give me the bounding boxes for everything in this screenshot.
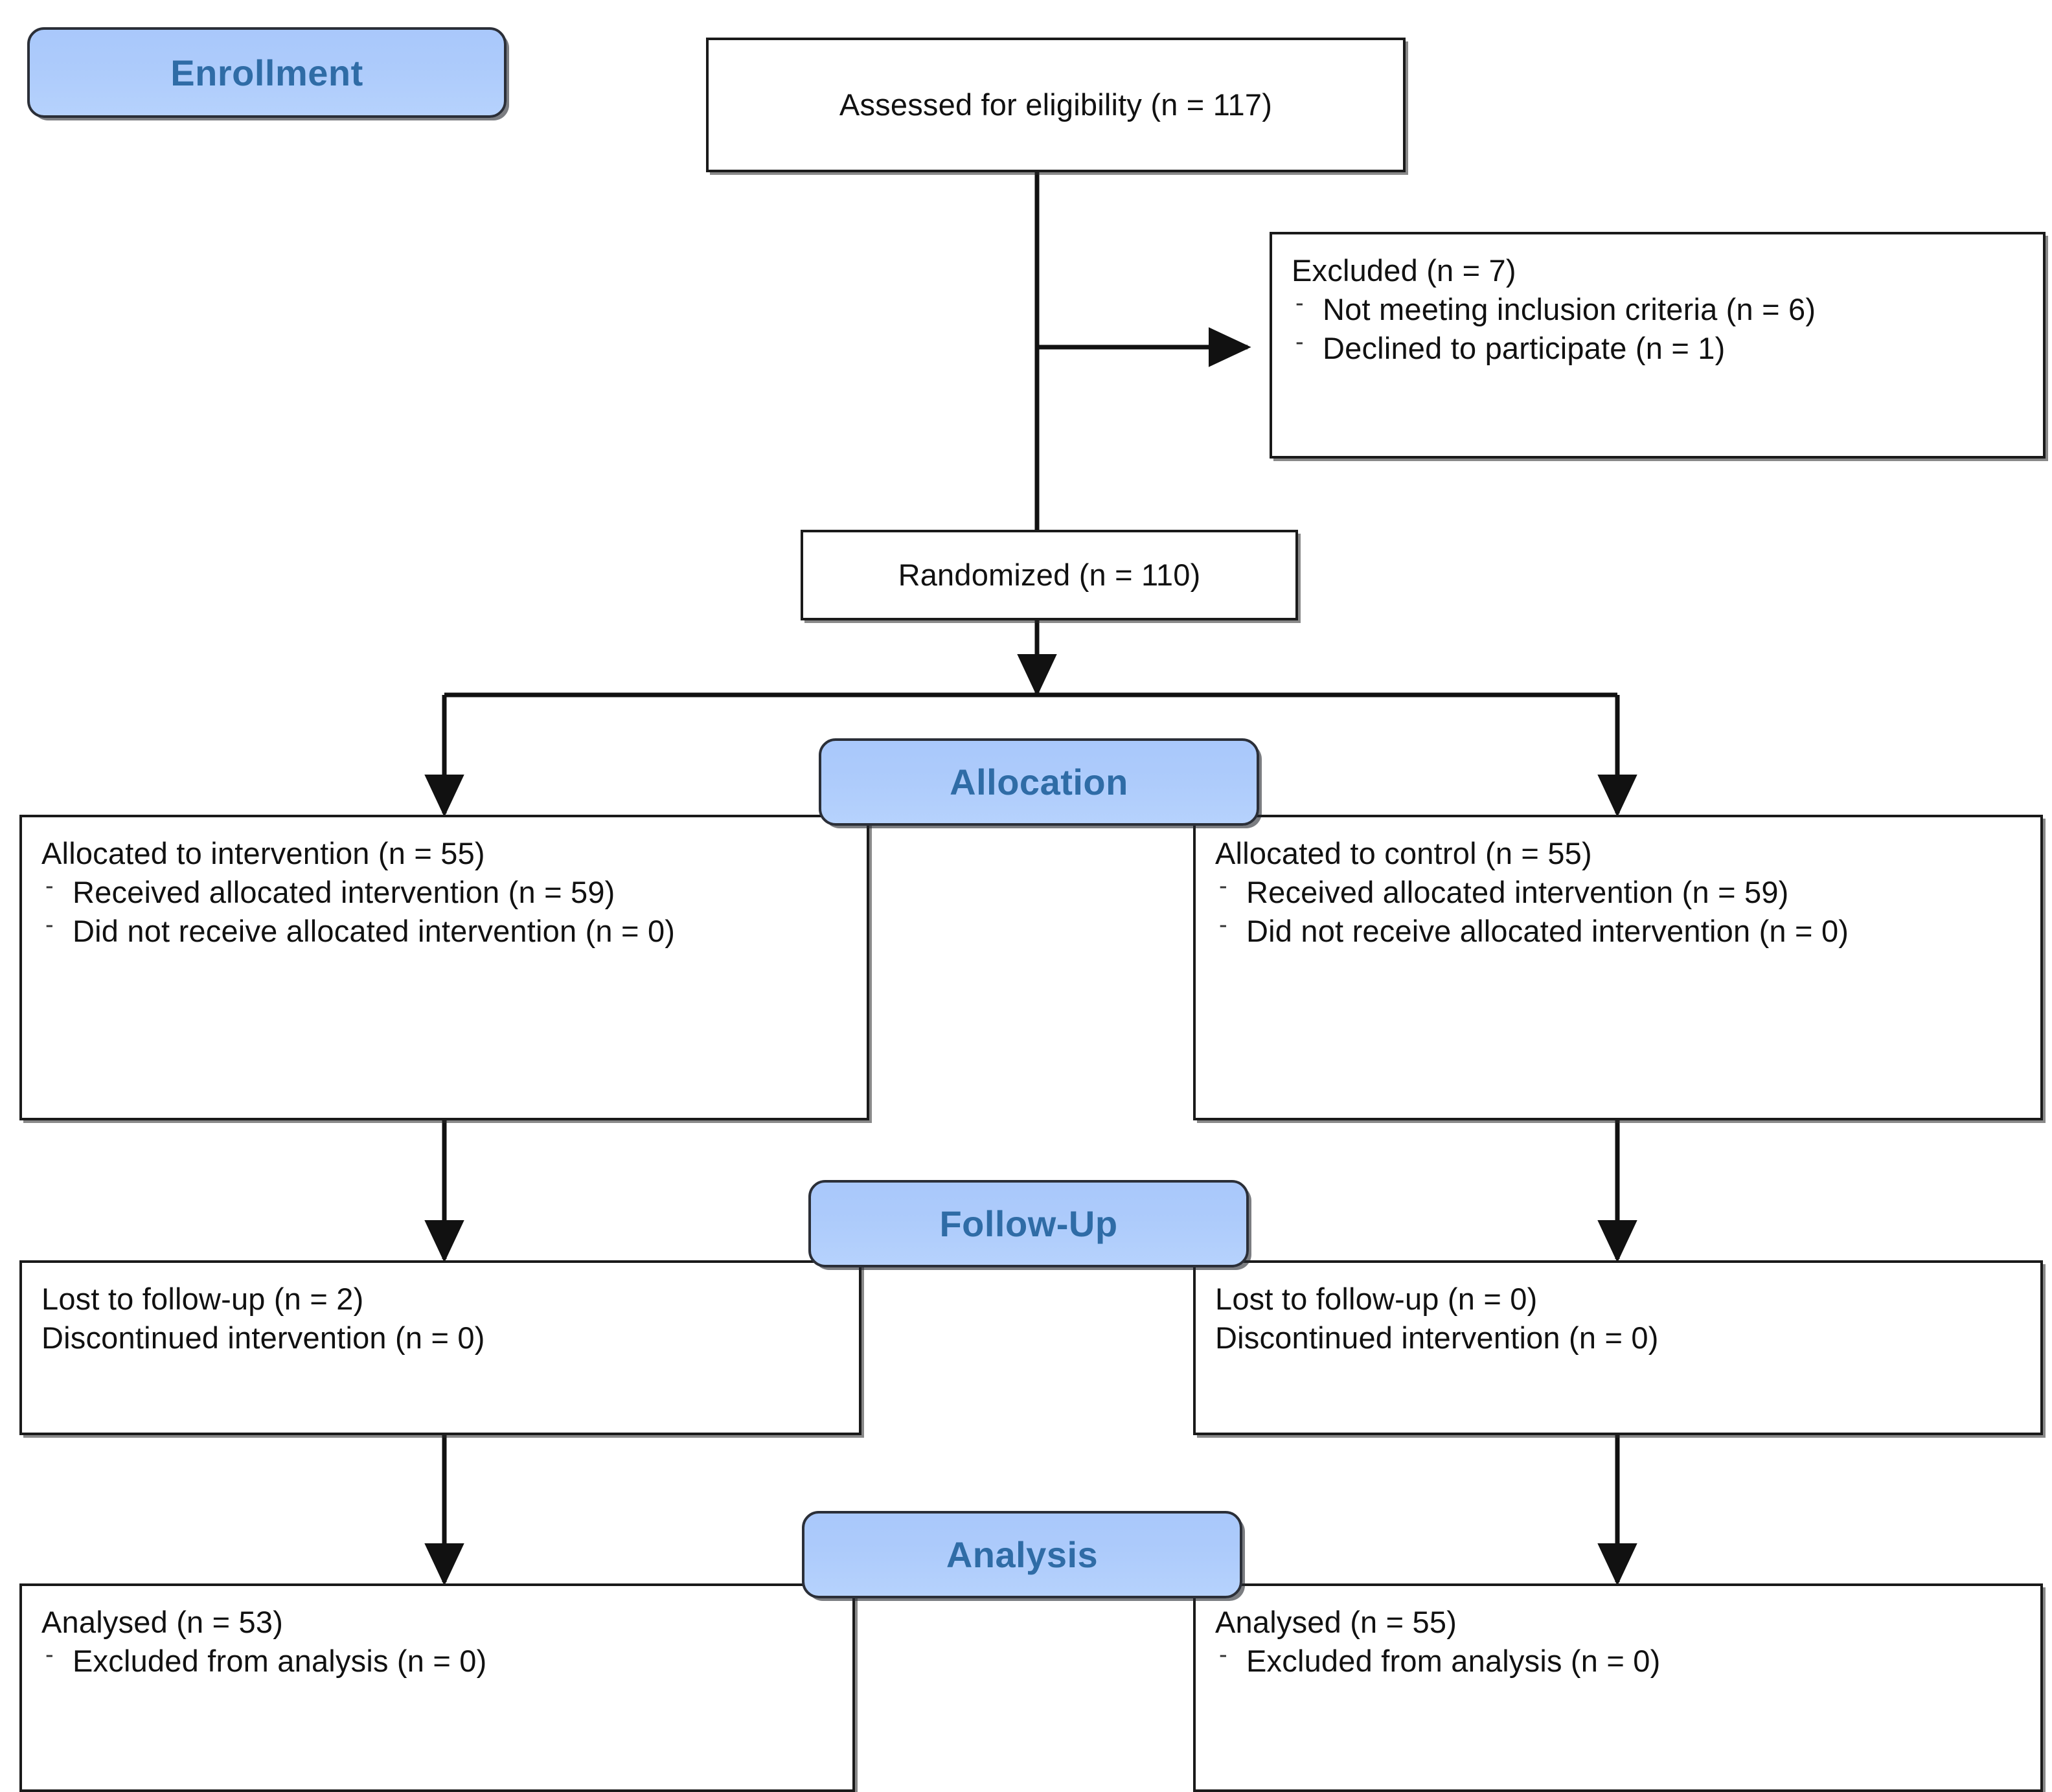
node-followup-intervention: Lost to follow-up (n = 2) Discontinued i… bbox=[19, 1260, 861, 1435]
alloc-right-bullet-0: - Received allocated intervention (n = 5… bbox=[1215, 873, 2021, 912]
alloc-right-heading: Allocated to control (n = 55) bbox=[1215, 836, 1592, 870]
alloc-left-bullet-0-label: Received allocated intervention (n = 59) bbox=[73, 875, 615, 910]
stage-badge-analysis: Analysis bbox=[802, 1511, 1242, 1598]
stage-badge-analysis-label: Analysis bbox=[946, 1534, 1099, 1575]
followup-right-line-1: Lost to follow-up (n = 0) bbox=[1215, 1282, 1538, 1316]
analysis-right-bullet-0-label: Excluded from analysis (n = 0) bbox=[1246, 1644, 1661, 1679]
excluded-bullet-1-label: Declined to participate (n = 1) bbox=[1323, 331, 1726, 366]
bullet-dash-icon: - bbox=[1219, 1641, 1227, 1669]
alloc-left-bullet-0: - Received allocated intervention (n = 5… bbox=[41, 873, 847, 912]
alloc-left-heading: Allocated to intervention (n = 55) bbox=[41, 836, 485, 870]
alloc-left-bullet-1-label: Did not receive allocated intervention (… bbox=[73, 914, 676, 949]
node-randomized: Randomized (n = 110) bbox=[801, 530, 1298, 620]
excluded-bullet-0: - Not meeting inclusion criteria (n = 6) bbox=[1292, 290, 2024, 329]
bullet-dash-icon: - bbox=[45, 911, 54, 939]
stage-badge-allocation: Allocation bbox=[819, 738, 1259, 826]
alloc-left-bullet-1: - Did not receive allocated intervention… bbox=[41, 912, 847, 951]
alloc-right-bullet-1: - Did not receive allocated intervention… bbox=[1215, 912, 2021, 951]
node-assessed-for-eligibility: Assessed for eligibility (n = 117) bbox=[706, 38, 1406, 172]
followup-right-line-2: Discontinued intervention (n = 0) bbox=[1215, 1321, 1659, 1355]
alloc-right-bullet-0-label: Received allocated intervention (n = 59) bbox=[1246, 875, 1789, 910]
bullet-dash-icon: - bbox=[45, 1641, 54, 1669]
assessed-text: Assessed for eligibility (n = 117) bbox=[839, 87, 1273, 122]
stage-badge-followup-label: Follow-Up bbox=[939, 1203, 1118, 1244]
alloc-right-bullet-1-label: Did not receive allocated intervention (… bbox=[1246, 914, 1849, 949]
bullet-dash-icon: - bbox=[1295, 328, 1304, 356]
bullet-dash-icon: - bbox=[45, 872, 54, 900]
excluded-bullet-1: - Declined to participate (n = 1) bbox=[1292, 329, 2024, 368]
stage-badge-enrollment-label: Enrollment bbox=[170, 52, 363, 93]
node-analysis-intervention: Analysed (n = 53) - Excluded from analys… bbox=[19, 1583, 855, 1792]
analysis-right-bullet-0: - Excluded from analysis (n = 0) bbox=[1215, 1642, 2021, 1681]
node-excluded: Excluded (n = 7) - Not meeting inclusion… bbox=[1270, 232, 2046, 459]
bullet-dash-icon: - bbox=[1295, 289, 1304, 317]
stage-badge-followup: Follow-Up bbox=[808, 1180, 1249, 1267]
node-allocated-control: Allocated to control (n = 55) - Received… bbox=[1193, 815, 2043, 1120]
excluded-bullet-0-label: Not meeting inclusion criteria (n = 6) bbox=[1323, 292, 1816, 327]
stage-badge-enrollment: Enrollment bbox=[27, 27, 507, 118]
analysis-right-heading: Analysed (n = 55) bbox=[1215, 1605, 1457, 1639]
analysis-left-bullet-0-label: Excluded from analysis (n = 0) bbox=[73, 1644, 487, 1679]
bullet-dash-icon: - bbox=[1219, 911, 1227, 939]
node-allocated-intervention: Allocated to intervention (n = 55) - Rec… bbox=[19, 815, 869, 1120]
node-followup-control: Lost to follow-up (n = 0) Discontinued i… bbox=[1193, 1260, 2043, 1435]
node-analysis-control: Analysed (n = 55) - Excluded from analys… bbox=[1193, 1583, 2043, 1792]
followup-left-line-1: Lost to follow-up (n = 2) bbox=[41, 1282, 364, 1316]
analysis-left-bullet-0: - Excluded from analysis (n = 0) bbox=[41, 1642, 833, 1681]
excluded-heading: Excluded (n = 7) bbox=[1292, 253, 1516, 288]
stage-badge-allocation-label: Allocation bbox=[950, 762, 1128, 802]
randomized-text: Randomized (n = 110) bbox=[898, 557, 1201, 592]
followup-left-line-2: Discontinued intervention (n = 0) bbox=[41, 1321, 485, 1355]
bullet-dash-icon: - bbox=[1219, 872, 1227, 900]
analysis-left-heading: Analysed (n = 53) bbox=[41, 1605, 284, 1639]
